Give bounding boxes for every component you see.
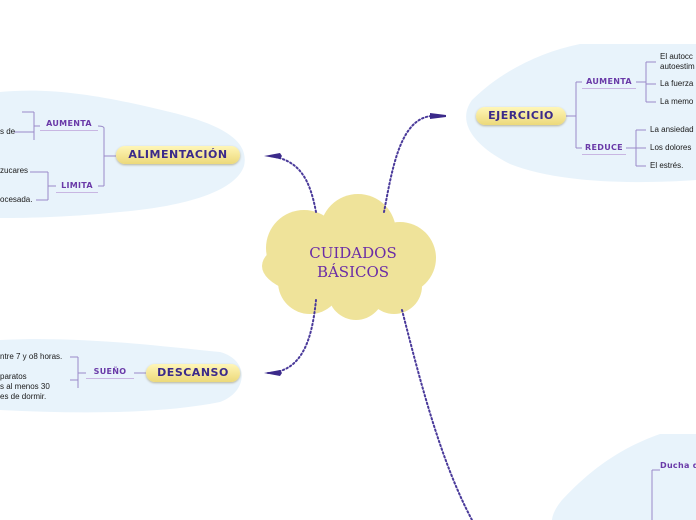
descanso-bubble	[0, 339, 242, 413]
ejercicio-reduce-item-2[interactable]: Los dolores	[650, 143, 692, 152]
center-topic[interactable]: CUIDADOS BÁSICOS	[309, 244, 397, 281]
arrow-descanso	[264, 370, 282, 376]
alimentacion-aumenta[interactable]: AUMENTA	[40, 118, 98, 131]
ejercicio-aumenta-item-2[interactable]: La fuerza	[660, 79, 694, 88]
connector-higiene	[401, 309, 473, 520]
link-ejercicio-subs	[566, 81, 582, 149]
alimentacion-aumenta-item-1[interactable]: s de	[0, 127, 16, 136]
ejercicio-aumenta-item-3[interactable]: La memo	[660, 97, 694, 106]
ejercicio-reduce-item-1[interactable]: La ansiedad	[650, 125, 694, 134]
alimentacion-limita-item-2[interactable]: ocesada.	[0, 195, 33, 204]
ejercicio-reduce-item-3[interactable]: El estrés.	[650, 161, 684, 170]
connector-ejercicio	[383, 115, 433, 213]
higiene-sub[interactable]: Ducha d	[660, 461, 696, 470]
connector-descanso	[267, 299, 317, 374]
ejercicio-reduce[interactable]: REDUCE	[582, 142, 626, 155]
bracket-aumenta-eje	[636, 61, 656, 103]
alimentacion-limita[interactable]: LIMITA	[56, 180, 98, 193]
ejercicio-aumenta[interactable]: AUMENTA	[582, 76, 636, 89]
link-alimentacion-subs	[97, 125, 116, 187]
descanso-sueno-item-2[interactable]: paratos s al menos 30 es de dormir.	[0, 372, 50, 401]
center-cloud[interactable]	[262, 194, 436, 320]
arrow-alimentacion	[264, 153, 282, 159]
bracket-reduce-eje	[626, 129, 646, 167]
branch-descanso[interactable]: DESCANSO	[146, 364, 240, 382]
arrow-ejercicio	[430, 113, 446, 119]
higiene-bubble	[552, 434, 696, 520]
alimentacion-limita-item-1[interactable]: zucares	[0, 166, 29, 175]
branch-alimentacion[interactable]: ALIMENTACIÓN	[116, 146, 240, 164]
descanso-sueno[interactable]: SUEÑO	[86, 366, 134, 379]
bracket-limita-ali	[30, 171, 56, 201]
branch-ejercicio[interactable]: EJERCICIO	[476, 107, 566, 125]
bracket-sueno	[70, 356, 86, 388]
descanso-sueno-item-1[interactable]: ntre 7 y o8 horas.	[0, 352, 63, 361]
bracket-higiene	[651, 469, 660, 520]
bracket-aumenta-ali	[14, 111, 40, 140]
connector-alimentacion	[269, 155, 317, 213]
ejercicio-aumenta-item-1[interactable]: El autocc autoestim	[660, 52, 695, 71]
